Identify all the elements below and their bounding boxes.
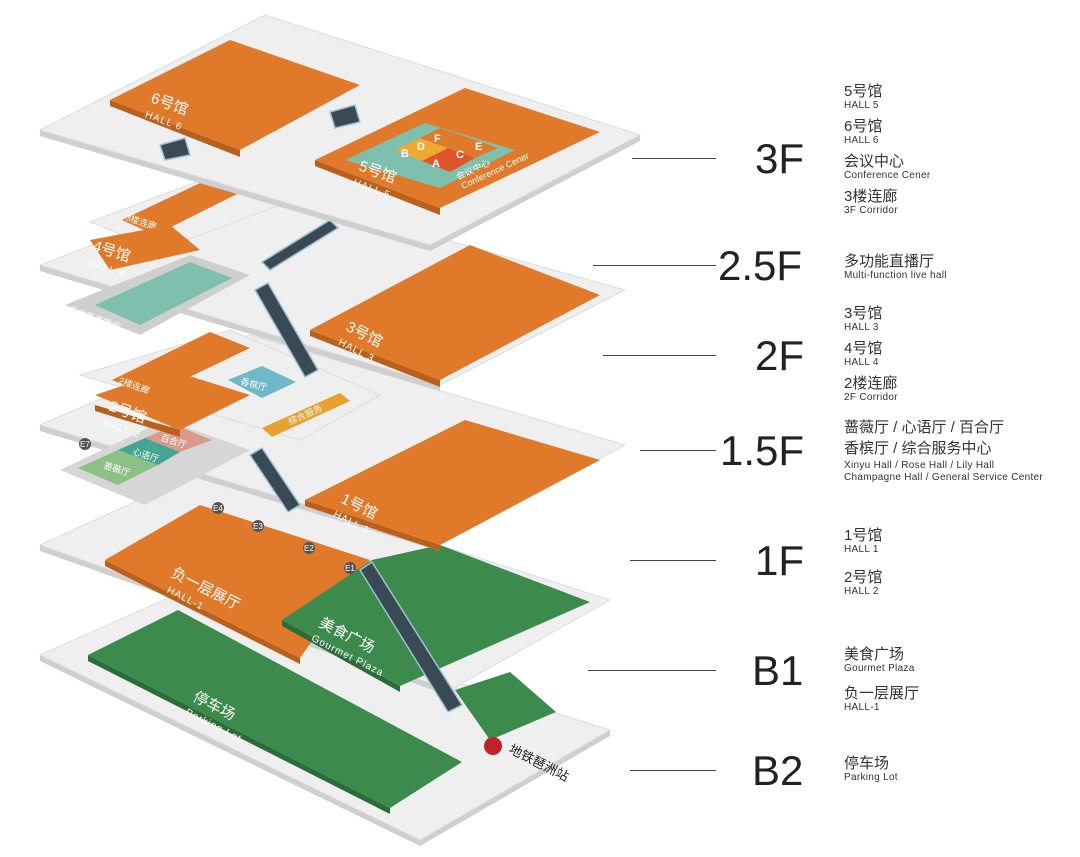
floor-b1-line <box>588 670 716 671</box>
legend-cn: 1号馆 <box>844 527 883 544</box>
legend-en: Xinyu Hall / Rose Hall / Lily Hall <box>844 460 995 471</box>
legend-en: 2F Corridor <box>844 392 898 403</box>
entrance-e4: E4 <box>213 504 223 513</box>
legend-cn: 3楼连廊 <box>844 188 898 205</box>
floor-2-5f-line <box>593 265 716 266</box>
escalator-icon <box>260 219 340 271</box>
legend-cn: 停车场 <box>844 755 890 772</box>
block-d: D <box>417 141 425 153</box>
legend-cn: 5号馆 <box>844 83 883 100</box>
livehall-area[interactable] <box>95 262 232 325</box>
legend-en: HALL 5 <box>844 100 879 111</box>
gourmet-plaza-area[interactable] <box>282 545 590 686</box>
floor-3f-line <box>632 158 716 159</box>
legend-en: Gourmet Plaza <box>844 663 915 674</box>
legend-cn: 6号馆 <box>844 118 883 135</box>
legend-en: HALL 1 <box>844 544 879 555</box>
floor-2f-label: 2F <box>755 332 805 379</box>
floor-b2-line <box>630 770 716 771</box>
service-center-area[interactable] <box>262 393 350 437</box>
metro-icon <box>484 737 502 755</box>
hall4-area[interactable] <box>90 225 200 270</box>
entrance-e2: E2 <box>304 544 314 553</box>
floor-3f-label: 3F <box>755 135 805 182</box>
legend-cn: 负一层展厅 <box>844 685 920 702</box>
legend-cn: 香槟厅 / 综合服务中心 <box>844 440 992 457</box>
legend-en: HALL 2 <box>844 586 879 597</box>
parking-lot-area[interactable] <box>88 610 462 808</box>
legend-cn: 会议中心 <box>844 153 905 170</box>
escalator-icon <box>329 104 361 129</box>
block-a: A <box>432 158 440 170</box>
escalator-icon <box>248 446 302 514</box>
legend-en: HALL 3 <box>844 322 879 333</box>
hall1-area[interactable] <box>305 420 600 545</box>
legend-en: Champagne Hall / General Service Center <box>844 472 1044 483</box>
lily-hall-area[interactable] <box>145 425 212 452</box>
floor-2f-upper: 3楼连廊 4号馆 HALL 4 <box>86 174 340 280</box>
legend-en: HALL 4 <box>844 357 879 368</box>
legend-en: Multi-function live hall <box>844 270 947 281</box>
floor-2-5f-label: 2.5F <box>718 242 803 289</box>
hall6-area[interactable] <box>110 40 360 150</box>
floor-1-5f-line <box>640 450 716 451</box>
floor-b2: 停车场 Parking Lot 地铁琶洲站 <box>38 594 612 846</box>
escalator-icon <box>159 137 191 161</box>
block-f: F <box>434 133 441 145</box>
legend-en: Conference Cener <box>844 170 931 181</box>
escalator-icon <box>253 281 320 379</box>
legend-cn: 蔷薇厅 / 心语厅 / 百合厅 <box>844 419 1005 436</box>
corridor2-area[interactable] <box>112 332 250 396</box>
entrance-e1: E1 <box>345 564 355 573</box>
entrance-e7: E7 <box>80 440 90 449</box>
xinyu-hall-area[interactable] <box>118 438 180 465</box>
floor-1-5f-legend: 蔷薇厅 / 心语厅 / 百合厅 香槟厅 / 综合服务中心 Xinyu Hall … <box>844 419 1043 490</box>
legend-cn: 3号馆 <box>844 305 883 322</box>
corridor3-area[interactable] <box>122 176 245 235</box>
floor-1f: 负一层展厅 HALL-1 美食广场 Gourmet Plaza <box>38 469 612 713</box>
legend-cn: 美食广场 <box>844 646 905 663</box>
block-b: B <box>401 148 409 160</box>
entrance-e3: E3 <box>253 522 263 531</box>
legend-cn: 2号馆 <box>844 569 883 586</box>
floor-1f-line <box>630 560 716 561</box>
legend-cn: 2楼连廊 <box>844 375 898 392</box>
block-e: E <box>475 141 482 153</box>
champagne-hall-area[interactable] <box>228 366 296 398</box>
legend-cn: 4号馆 <box>844 340 883 357</box>
legend-en: HALL-1 <box>844 702 880 713</box>
block-c: C <box>456 149 464 161</box>
floor-b1-label: B1 <box>752 647 804 694</box>
legend-en: Parking Lot <box>844 772 898 783</box>
legend-en: 3F Corridor <box>844 205 898 216</box>
floor-3f: 6号馆 HALL 6 B D F A C E 5号馆 HALL 5 会议中心 C… <box>38 14 642 251</box>
floor-1f-label: 1F <box>755 537 805 584</box>
floor-1-5f-label: 1.5F <box>720 427 805 474</box>
legend-cn: 多功能直播厅 <box>844 253 935 270</box>
rose-hall-area[interactable] <box>78 450 158 485</box>
escalator-icon <box>358 560 464 713</box>
legend-en: HALL 6 <box>844 135 879 146</box>
hall3-area[interactable] <box>310 245 600 380</box>
floor-2f-line <box>603 355 716 356</box>
floor-b2-label: B2 <box>752 747 804 794</box>
